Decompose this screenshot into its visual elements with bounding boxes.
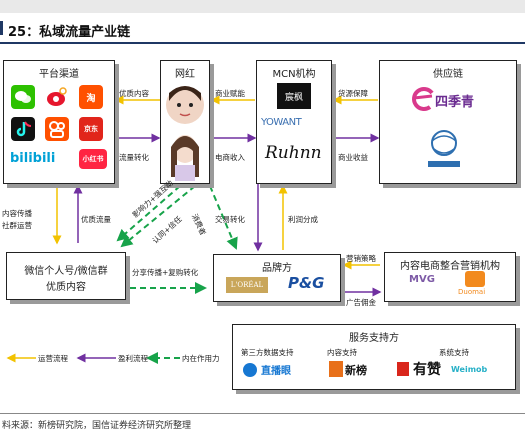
mcn-label: MCN机构 bbox=[272, 69, 316, 80]
zhiboyan-icon bbox=[243, 363, 257, 377]
edge-label-biz-empower: 商业赋能 bbox=[215, 89, 245, 98]
platforms-label: 平台渠道 bbox=[39, 69, 79, 80]
edge-label-traffic-convert: 流量转化 bbox=[119, 153, 149, 162]
edge-label-trade-convert: 交易转化 bbox=[215, 215, 245, 224]
arrow-influence bbox=[120, 185, 196, 248]
edge-label-ad-fee: 广告佣金 bbox=[346, 298, 376, 307]
influencer-photo-1 bbox=[166, 86, 204, 124]
services-label: 服务支持方 bbox=[349, 333, 399, 344]
mcn-box: MCN机构 宸枫 YOWANT Ruhnn bbox=[256, 60, 332, 184]
legend-profit-label: 盈利流程 bbox=[118, 354, 148, 363]
arrow-trust bbox=[116, 185, 181, 242]
services-logo-weimob: Weimob bbox=[451, 365, 488, 374]
brand-box: 品牌方 L'ORÉAL P&G bbox=[213, 254, 341, 302]
influencer-label: 网红 bbox=[175, 69, 195, 80]
kuaishou-icon bbox=[45, 117, 69, 141]
jd-icon: 京东 bbox=[79, 117, 103, 141]
bilibili-icon: bilibili bbox=[10, 151, 56, 166]
services-box: 服务支持方 第三方数据支持 内容支持 系统支持 直播眼 新榜 有赞 Weimob bbox=[232, 324, 516, 390]
mcn-logo-2: YOWANT bbox=[261, 117, 302, 128]
ecommerce-box: 内容电商整合营销机构 MVG Duomai bbox=[384, 252, 516, 302]
edge-label-profit-share: 利润分成 bbox=[288, 215, 318, 224]
legend-internal-label: 内在作用力 bbox=[182, 354, 220, 363]
influencer-photo-2 bbox=[171, 135, 199, 181]
edge-label-biz-income: 商业收益 bbox=[338, 153, 368, 162]
wechat-icon bbox=[11, 85, 35, 109]
edge-label-quality-traffic: 优质流量 bbox=[81, 215, 111, 224]
figure-title: 25：私域流量产业链 bbox=[8, 25, 131, 40]
brand-logo-loreal: L'ORÉAL bbox=[226, 277, 268, 293]
edge-label-supply-guarantee: 货源保障 bbox=[338, 89, 368, 98]
edge-label-marketing: 营销策略 bbox=[346, 254, 376, 263]
services-sub-system: 系统支持 bbox=[439, 348, 469, 357]
platforms-box: 平台渠道 淘 京东 bilibili 小红书 bbox=[3, 60, 115, 184]
edge-label-ecom-income: 电商收入 bbox=[215, 153, 245, 162]
legend-ops-label: 运营流程 bbox=[38, 354, 68, 363]
duomai-icon bbox=[465, 271, 485, 287]
ecom-logo-duomai: Duomai bbox=[458, 288, 486, 296]
brand-label: 品牌方 bbox=[262, 263, 292, 274]
influencer-box: 网红 bbox=[160, 60, 210, 184]
edge-label-content-spread: 内容传播 bbox=[2, 209, 32, 218]
title-divider bbox=[0, 42, 525, 44]
figure-title-row: 25：私域流量产业链 bbox=[0, 18, 525, 40]
figure-source: 料来源：新榜研究院，国信证券经济研究所整理 bbox=[2, 421, 192, 431]
top-strip bbox=[0, 0, 525, 13]
weibo-icon bbox=[45, 85, 69, 109]
xiaohongshu-icon: 小红书 bbox=[79, 149, 107, 169]
supply-logo-1: 四季青 bbox=[435, 95, 475, 110]
mcn-logo-1: 宸枫 bbox=[277, 83, 311, 109]
taobao-icon: 淘 bbox=[79, 85, 103, 109]
private-traffic-box: 微信个人号/微信群 优质内容 bbox=[6, 252, 126, 300]
services-logo-youzan: 有赞 bbox=[413, 362, 441, 378]
footer-divider bbox=[0, 413, 525, 414]
title-accent-bar bbox=[0, 21, 3, 35]
ecom-logo-mvg: MVG bbox=[409, 274, 435, 285]
douyin-icon bbox=[11, 117, 35, 141]
supply-label: 供应链 bbox=[433, 69, 463, 80]
services-logo-xinbang: 新榜 bbox=[345, 364, 367, 377]
xinbang-icon bbox=[329, 361, 343, 377]
edge-label-community: 社群运营 bbox=[2, 221, 32, 230]
supply-box: 供应链 四季青 bbox=[379, 60, 517, 184]
ecommerce-label: 内容电商整合营销机构 bbox=[400, 261, 500, 272]
private-label-1: 微信个人号/微信群 bbox=[24, 266, 108, 277]
brand-logo-pg: P&G bbox=[288, 274, 325, 292]
services-sub-content: 内容支持 bbox=[327, 348, 357, 357]
sijiqing-e-logo bbox=[412, 87, 434, 111]
mcn-logo-3: Ruhnn bbox=[265, 143, 322, 163]
services-logo-zhiboyan: 直播眼 bbox=[261, 366, 291, 377]
edge-label-promote: 优质内容 bbox=[119, 89, 149, 98]
services-sub-data: 第三方数据支持 bbox=[241, 348, 294, 357]
private-label-2: 优质内容 bbox=[46, 282, 86, 293]
supply-logo-2 bbox=[428, 130, 460, 167]
edge-label-share-buy: 分享传播+复购转化 bbox=[132, 268, 199, 277]
arrow-consumer bbox=[209, 185, 238, 250]
youzan-icon bbox=[397, 362, 409, 376]
